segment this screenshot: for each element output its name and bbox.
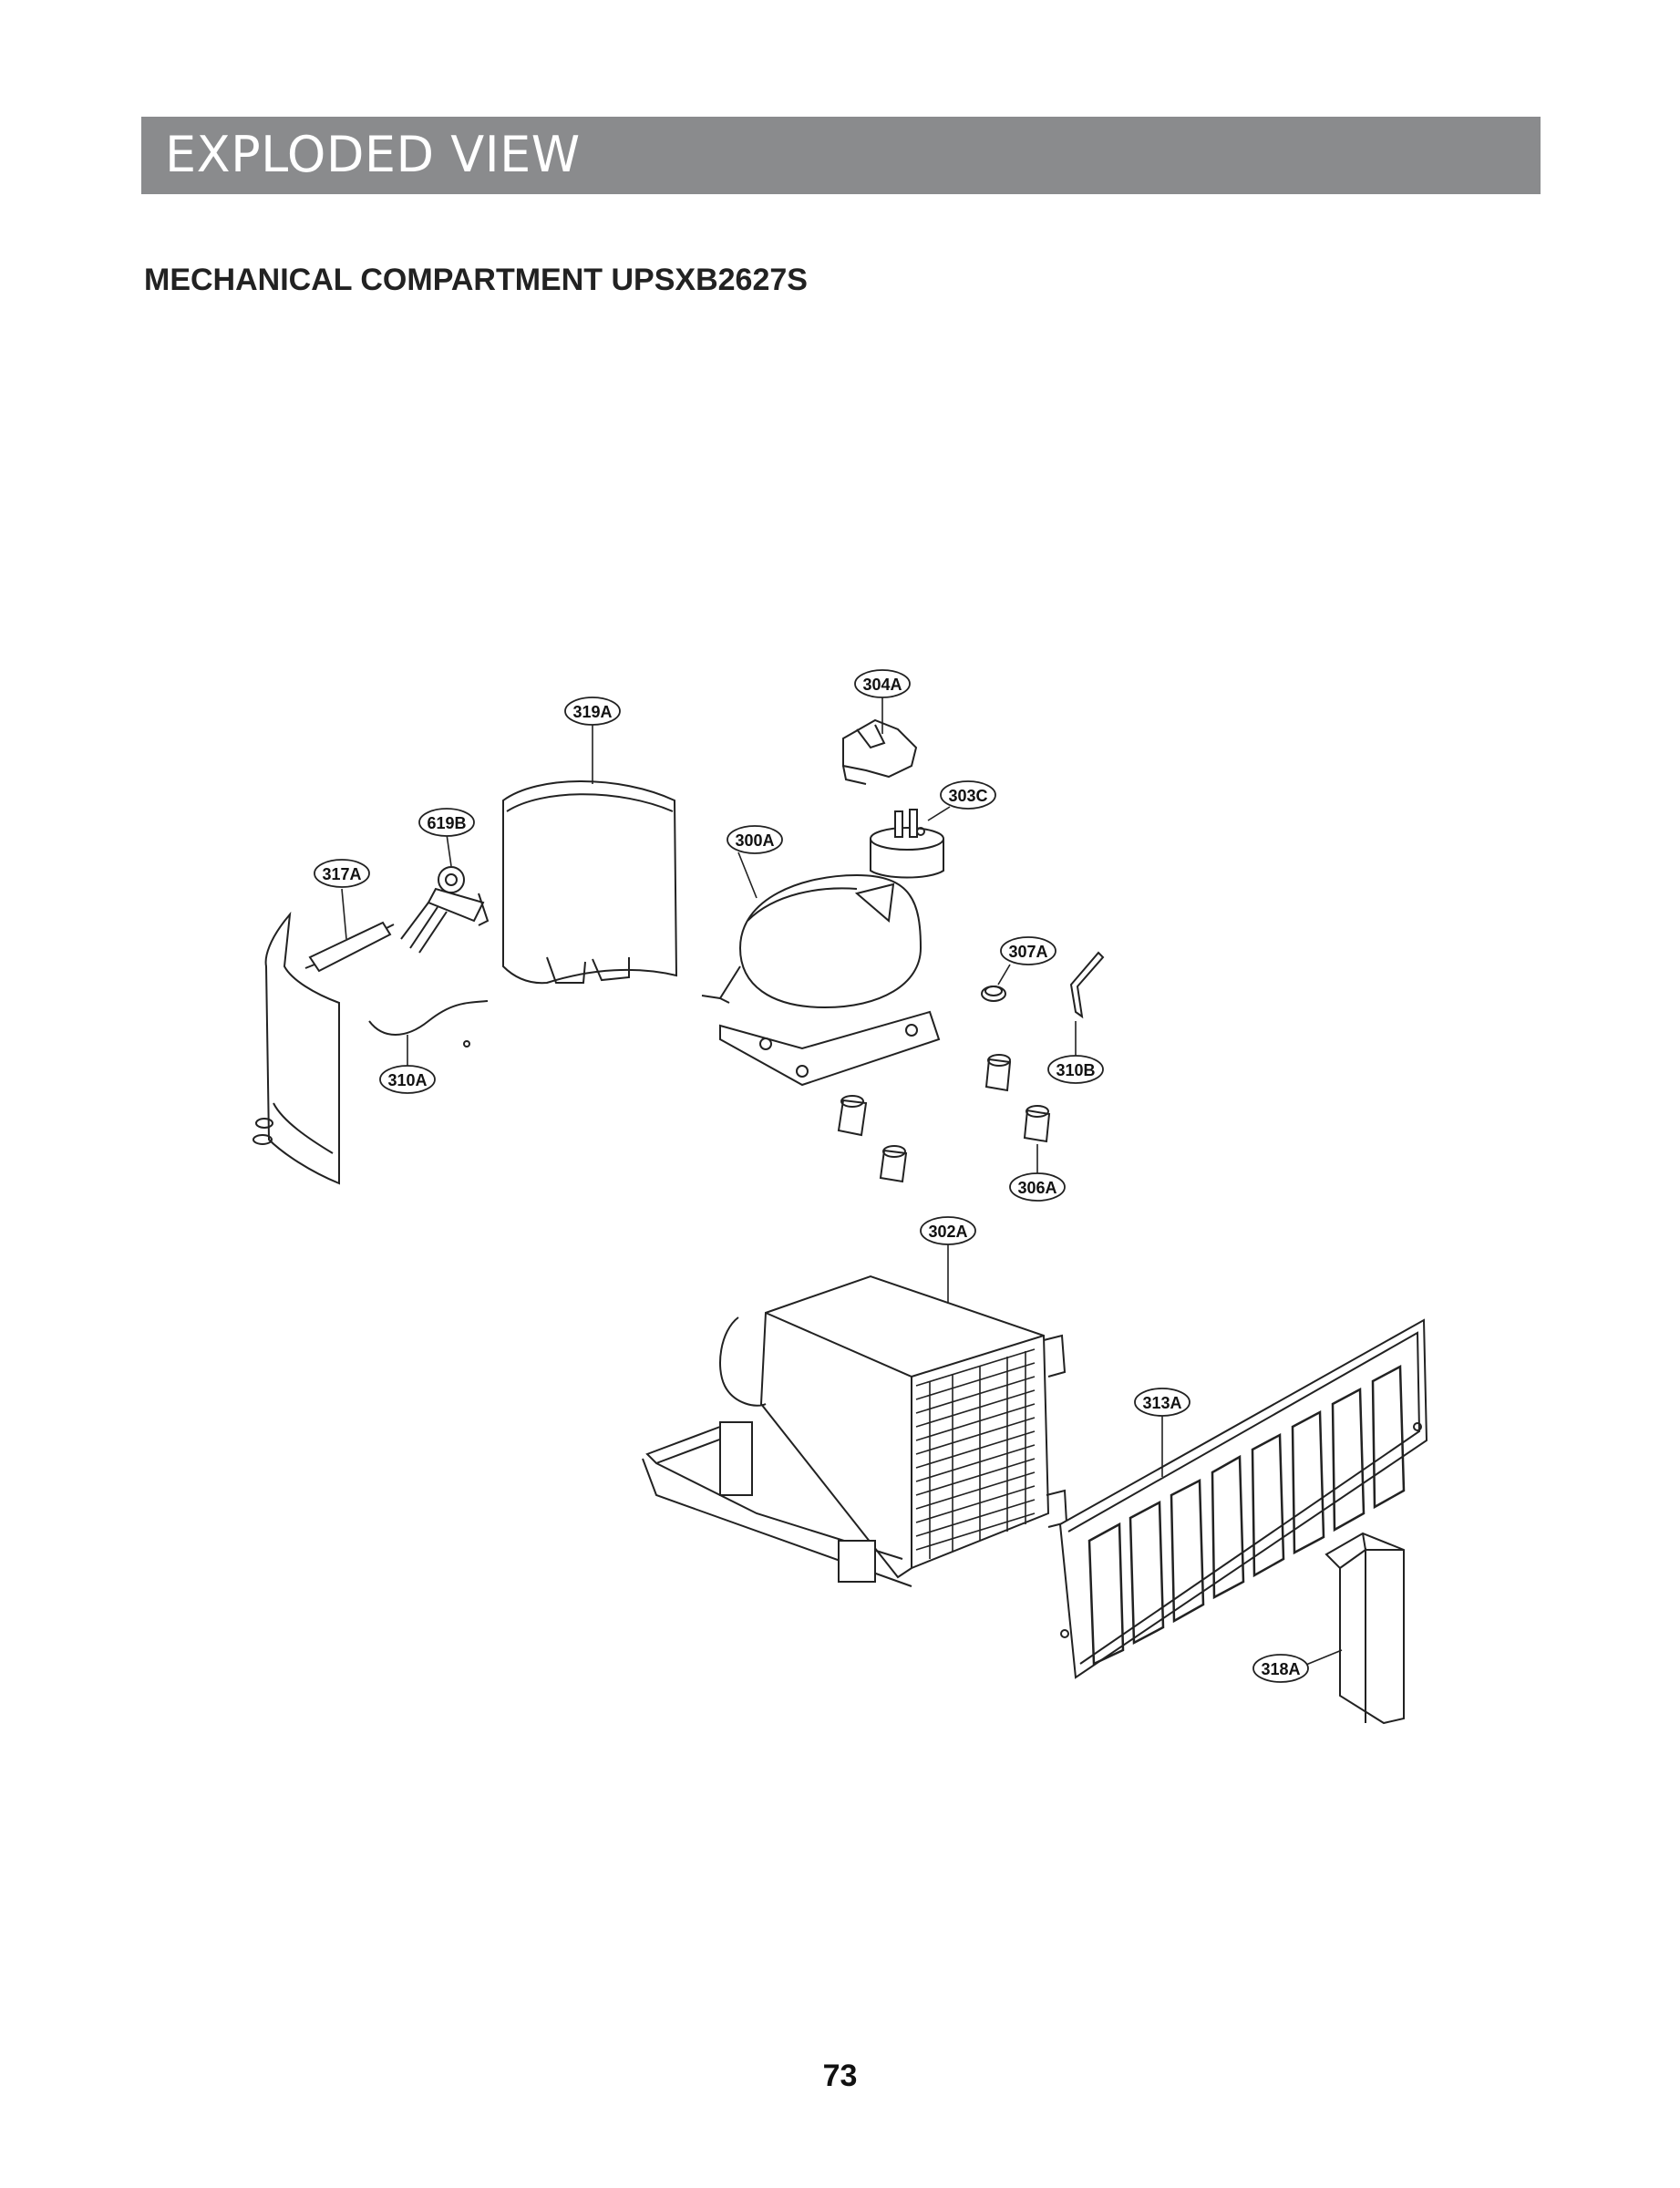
callout-labels: 304A 319A 303C 619B 300A 317A 307A 310A …	[322, 676, 1300, 1678]
part-317A-drier	[304, 921, 395, 973]
callout-319A: 319A	[572, 703, 612, 721]
part-310B-tube	[1069, 951, 1105, 1019]
callout-ovals	[314, 669, 1309, 1683]
callout-310A: 310A	[387, 1071, 427, 1089]
part-318A-cover	[1324, 1532, 1405, 1725]
header-bar: EXPLODED VIEW	[141, 117, 1541, 194]
callout-302A: 302A	[928, 1223, 967, 1241]
callout-303C: 303C	[948, 787, 987, 805]
section-title: MECHANICAL COMPARTMENT UPSXB2627S	[144, 263, 808, 297]
callout-307A: 307A	[1008, 943, 1047, 961]
leader-lines	[341, 697, 1343, 1667]
part-307A-grommet	[981, 986, 1006, 1002]
part-304A-relay-cover	[842, 718, 918, 785]
part-313A-grille	[1058, 1318, 1428, 1679]
part-619B-thermostat	[400, 866, 490, 954]
header-title: EXPLODED VIEW	[165, 126, 581, 183]
part-300A-compressor	[701, 873, 941, 1087]
callout-306A: 306A	[1017, 1179, 1056, 1197]
part-310A-tube	[368, 1000, 489, 1048]
part-302A-condensing-unit	[642, 1275, 1068, 1587]
callout-304A: 304A	[862, 676, 902, 694]
callout-619B: 619B	[427, 814, 466, 832]
part-317A-shield	[253, 911, 340, 1185]
callout-317A: 317A	[322, 865, 361, 883]
part-303C-relay	[870, 809, 944, 879]
page-number: 73	[822, 2059, 858, 2093]
callout-318A: 318A	[1261, 1660, 1300, 1678]
callout-300A: 300A	[735, 831, 774, 850]
part-319A-cover	[502, 780, 678, 985]
callout-313A: 313A	[1142, 1394, 1181, 1412]
callout-310B: 310B	[1056, 1061, 1095, 1079]
part-306A-grommets	[837, 1054, 1051, 1183]
